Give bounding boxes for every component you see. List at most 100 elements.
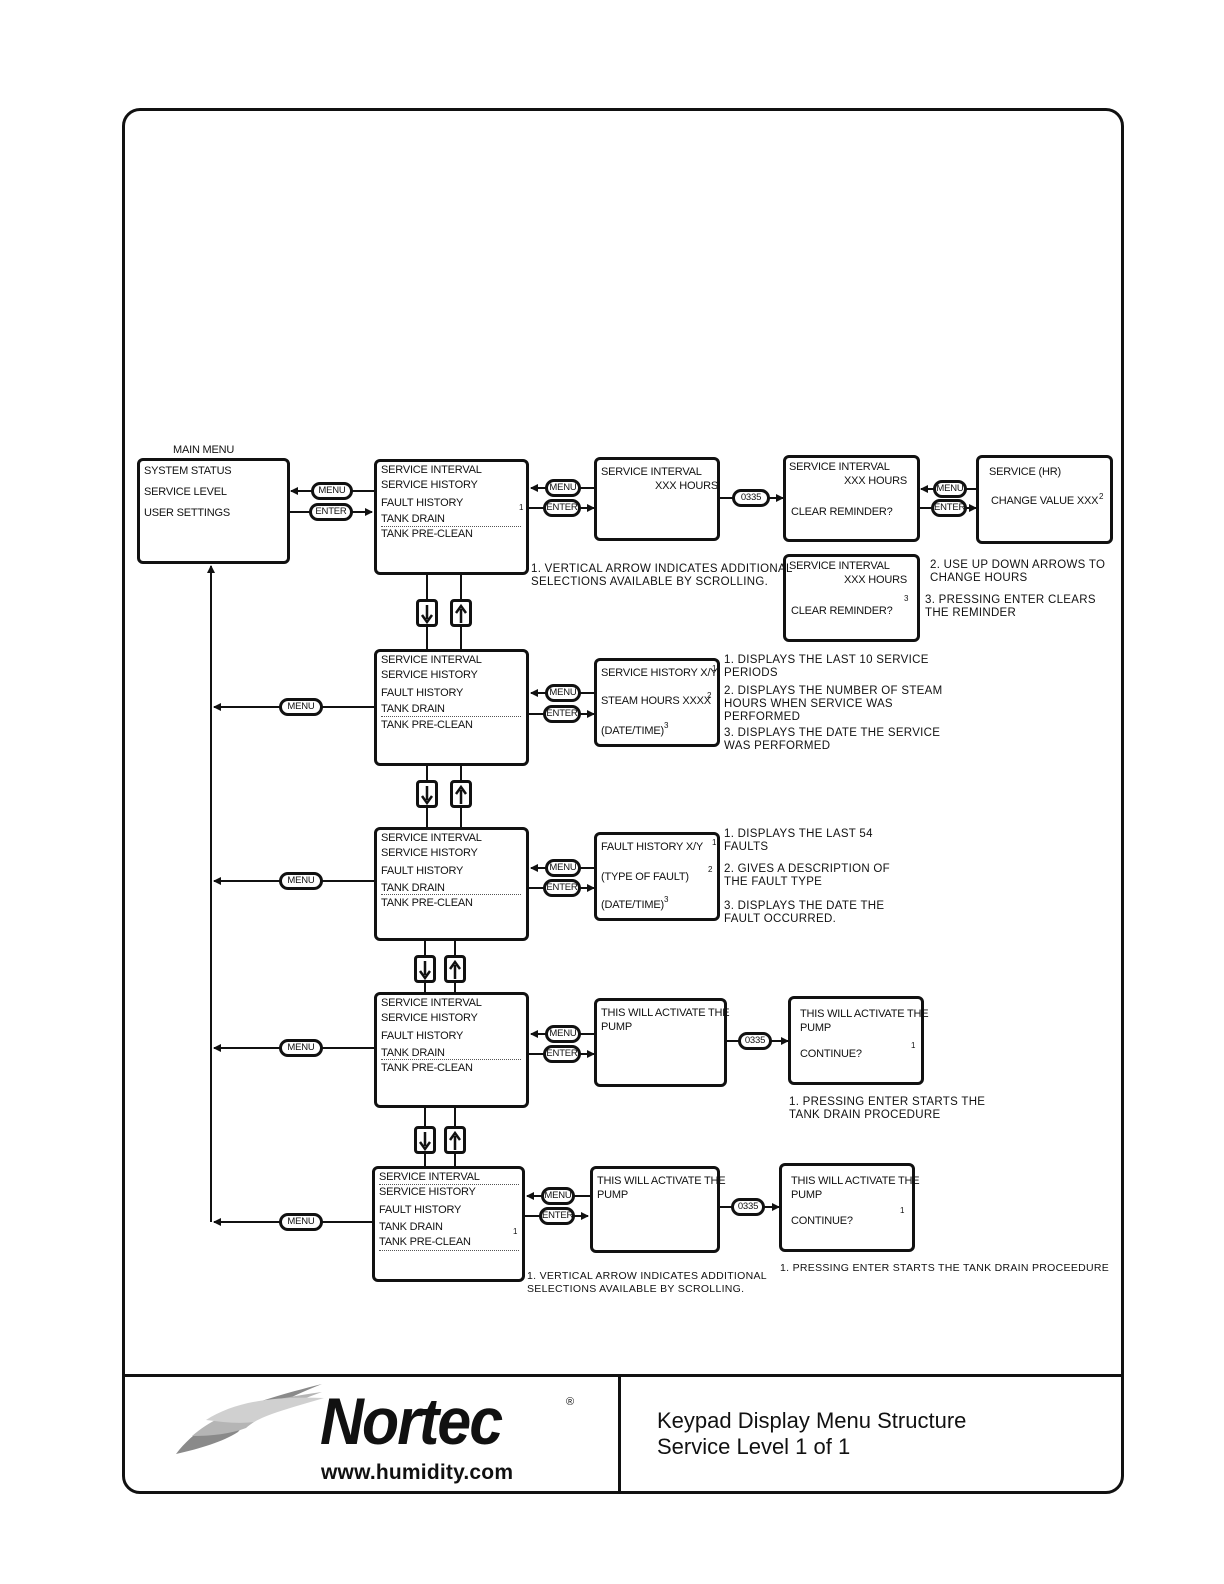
enter-key[interactable]: ENTER <box>543 499 581 517</box>
service-menu-item[interactable]: TANK PRE-CLEAN <box>381 1062 473 1074</box>
menu-key[interactable]: MENU <box>545 1025 581 1043</box>
code-key[interactable]: 0335 <box>738 1032 772 1050</box>
enter-key[interactable]: ENTER <box>539 1207 575 1225</box>
screen-text: PUMP <box>791 1189 822 1201</box>
footnote-marker: 1 <box>513 1227 518 1236</box>
menu-key[interactable]: MENU <box>279 698 323 716</box>
screen-text: STEAM HOURS XXXX <box>601 695 711 707</box>
up-arrow-key[interactable] <box>450 599 472 627</box>
menu-key[interactable]: MENU <box>545 479 581 497</box>
service-menu-item[interactable]: TANK DRAIN <box>381 1047 445 1059</box>
footer-title-line1: Keypad Display Menu Structure <box>657 1408 967 1433</box>
service-menu-item[interactable]: TANK DRAIN <box>381 703 445 715</box>
screen-text: SERVICE (HR) <box>989 466 1061 478</box>
menu-key[interactable]: MENU <box>933 480 967 498</box>
screen-text: FAULT HISTORY X/Y <box>601 841 703 853</box>
service-menu-item[interactable]: TANK DRAIN <box>381 882 445 894</box>
menu-key[interactable]: MENU <box>541 1187 575 1205</box>
menu-key[interactable]: MENU <box>279 1213 323 1231</box>
service-menu-item[interactable]: SERVICE INTERVAL <box>379 1171 480 1183</box>
down-arrow-key[interactable] <box>414 1126 436 1154</box>
footnote-marker: 3 <box>664 721 669 730</box>
up-arrow-key[interactable] <box>450 780 472 808</box>
note-drain: 1. PRESSING ENTER STARTS THE TANK DRAIN … <box>789 1096 986 1121</box>
note-scroll: 1. VERTICAL ARROW INDICATES ADDITIONAL S… <box>531 563 793 588</box>
menu-key[interactable]: MENU <box>279 872 323 890</box>
footnote-marker: 1 <box>519 503 524 512</box>
service-menu-item[interactable]: SERVICE HISTORY <box>379 1186 476 1198</box>
footnote-marker: 3 <box>904 594 909 603</box>
service-menu-preclean: SERVICE INTERVAL SERVICE HISTORY FAULT H… <box>372 1166 525 1282</box>
screen-text: PUMP <box>800 1022 831 1034</box>
brand-url[interactable]: www.humidity.com <box>321 1461 514 1484</box>
scroll-divider <box>381 1059 521 1060</box>
screen-text: PUMP <box>597 1189 628 1201</box>
screen-text: THIS WILL ACTIVATE THE <box>601 1007 730 1019</box>
service-menu-item[interactable]: TANK DRAIN <box>379 1221 443 1233</box>
menu-key[interactable]: MENU <box>279 1039 323 1057</box>
note-fault-1: 1. DISPLAYS THE LAST 54 FAULTS <box>724 828 873 853</box>
footnote-marker: 2 <box>707 691 712 700</box>
note-fault-3: 3. DISPLAYS THE DATE THE FAULT OCCURRED. <box>724 900 885 925</box>
service-menu-item[interactable]: FAULT HISTORY <box>379 1204 462 1216</box>
scroll-divider <box>379 1250 519 1251</box>
service-menu-item[interactable]: TANK PRE-CLEAN <box>381 528 473 540</box>
scroll-divider <box>379 1184 519 1185</box>
registered-mark: ® <box>566 1396 575 1408</box>
up-arrow-key[interactable] <box>444 1126 466 1154</box>
service-menu-item[interactable]: TANK DRAIN <box>381 513 445 525</box>
footnote-marker: 1 <box>712 664 717 673</box>
up-arrow-key[interactable] <box>444 955 466 983</box>
menu-item-system-status[interactable]: SYSTEM STATUS <box>144 465 232 477</box>
brand-name: Nortec <box>320 1384 503 1458</box>
page-frame <box>122 108 1124 1494</box>
main-menu-screen: SYSTEM STATUS SERVICE LEVEL USER SETTING… <box>137 458 290 564</box>
code-key[interactable]: 0335 <box>732 489 770 507</box>
fault-history-screen: FAULT HISTORY X/Y 1 (TYPE OF FAULT) 2 (D… <box>594 832 720 921</box>
screen-text: SERVICE INTERVAL <box>789 461 890 473</box>
menu-key[interactable]: MENU <box>311 482 353 500</box>
service-menu-item[interactable]: SERVICE INTERVAL <box>381 997 482 1009</box>
footer-title-line2: Service Level 1 of 1 <box>657 1434 851 1459</box>
service-menu-item[interactable]: TANK PRE-CLEAN <box>381 719 473 731</box>
service-menu-item[interactable]: TANK PRE-CLEAN <box>379 1236 471 1248</box>
screen-text: (TYPE OF FAULT) <box>601 871 689 883</box>
note-history-1: 1. DISPLAYS THE LAST 10 SERVICE PERIODS <box>724 654 929 679</box>
footnote-marker: 1 <box>900 1206 905 1215</box>
enter-key[interactable]: ENTER <box>543 705 581 723</box>
code-key[interactable]: 0335 <box>731 1198 765 1216</box>
service-menu-drain: SERVICE INTERVAL SERVICE HISTORY FAULT H… <box>374 992 529 1108</box>
service-menu-item[interactable]: FAULT HISTORY <box>381 865 464 877</box>
screen-text: SERVICE INTERVAL <box>789 560 890 572</box>
service-menu-item[interactable]: FAULT HISTORY <box>381 497 464 509</box>
service-menu-item[interactable]: SERVICE INTERVAL <box>381 464 482 476</box>
enter-key[interactable]: ENTER <box>543 1045 581 1063</box>
service-menu-item[interactable]: SERVICE HISTORY <box>381 1012 478 1024</box>
service-menu-item[interactable]: FAULT HISTORY <box>381 687 464 699</box>
screen-text: CONTINUE? <box>791 1215 853 1227</box>
screen-text: CLEAR REMINDER? <box>791 605 893 617</box>
enter-key[interactable]: ENTER <box>931 499 967 517</box>
enter-key[interactable]: ENTER <box>543 879 581 897</box>
menu-item-service-level[interactable]: SERVICE LEVEL <box>144 486 227 498</box>
menu-key[interactable]: MENU <box>545 859 581 877</box>
service-menu-item[interactable]: SERVICE HISTORY <box>381 479 478 491</box>
service-menu-item[interactable]: SERVICE INTERVAL <box>381 832 482 844</box>
down-arrow-key[interactable] <box>416 599 438 627</box>
service-menu-item[interactable]: FAULT HISTORY <box>381 1030 464 1042</box>
menu-item-user-settings[interactable]: USER SETTINGS <box>144 507 231 519</box>
service-menu-item[interactable]: SERVICE HISTORY <box>381 847 478 859</box>
service-menu-item[interactable]: SERVICE INTERVAL <box>381 654 482 666</box>
screen-text: THIS WILL ACTIVATE THE <box>800 1008 929 1020</box>
menu-key[interactable]: MENU <box>545 684 581 702</box>
service-menu-item[interactable]: SERVICE HISTORY <box>381 669 478 681</box>
note-fault-2: 2. GIVES A DESCRIPTION OF THE FAULT TYPE <box>724 863 890 888</box>
service-menu-item[interactable]: TANK PRE-CLEAN <box>381 897 473 909</box>
enter-key[interactable]: ENTER <box>309 503 353 521</box>
down-arrow-key[interactable] <box>414 955 436 983</box>
service-menu-fault: SERVICE INTERVAL SERVICE HISTORY FAULT H… <box>374 827 529 941</box>
screen-text: (DATE/TIME) <box>601 899 664 911</box>
footnote-marker: 2 <box>1099 492 1104 501</box>
clear-reminder-screen: SERVICE INTERVAL XXX HOURS CLEAR REMINDE… <box>783 455 920 542</box>
down-arrow-key[interactable] <box>416 780 438 808</box>
